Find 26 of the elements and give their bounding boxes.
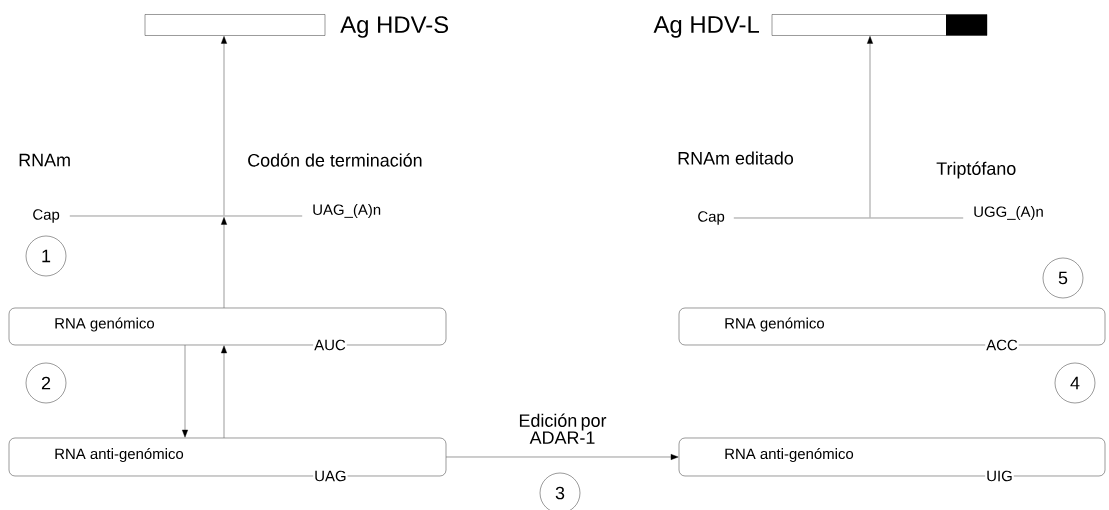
arrow [182,345,188,438]
step-number: 4 [1054,362,1096,404]
step-number: 5 [1042,257,1084,299]
edge-label: Edición por ADAR-1 [519,413,607,444]
annotation-label: Triptófano [936,161,1016,179]
step-number: 1 [25,235,67,277]
arrow [221,217,227,308]
arrow [221,36,227,216]
strand-end-label: UGG_(A)n [974,206,1043,220]
annotation-label: Codón de terminación [248,153,422,167]
annotation-label: RNAm [19,153,70,167]
strand-end-label: Cap [698,211,725,225]
strand-box: RNA anti-genómico UIG [678,437,1106,483]
protein-label: Ag HDV-L [653,16,759,38]
strand-box: RNA genómico AUC [8,307,447,352]
strand-box: RNA genómico ACC [678,307,1106,352]
annotation-label: RNAm editado [678,151,794,165]
arrow [446,454,679,460]
step-number: 3 [539,472,581,510]
strand-end-label: UAG_(A)n [313,204,381,218]
step-number: 2 [25,362,67,404]
arrow [221,345,227,438]
strand-end-label: Cap [33,209,60,223]
arrow [867,36,873,218]
protein-label: Ag HDV-S [340,16,449,38]
strand-box: RNA anti-genómico UAG [8,437,447,483]
